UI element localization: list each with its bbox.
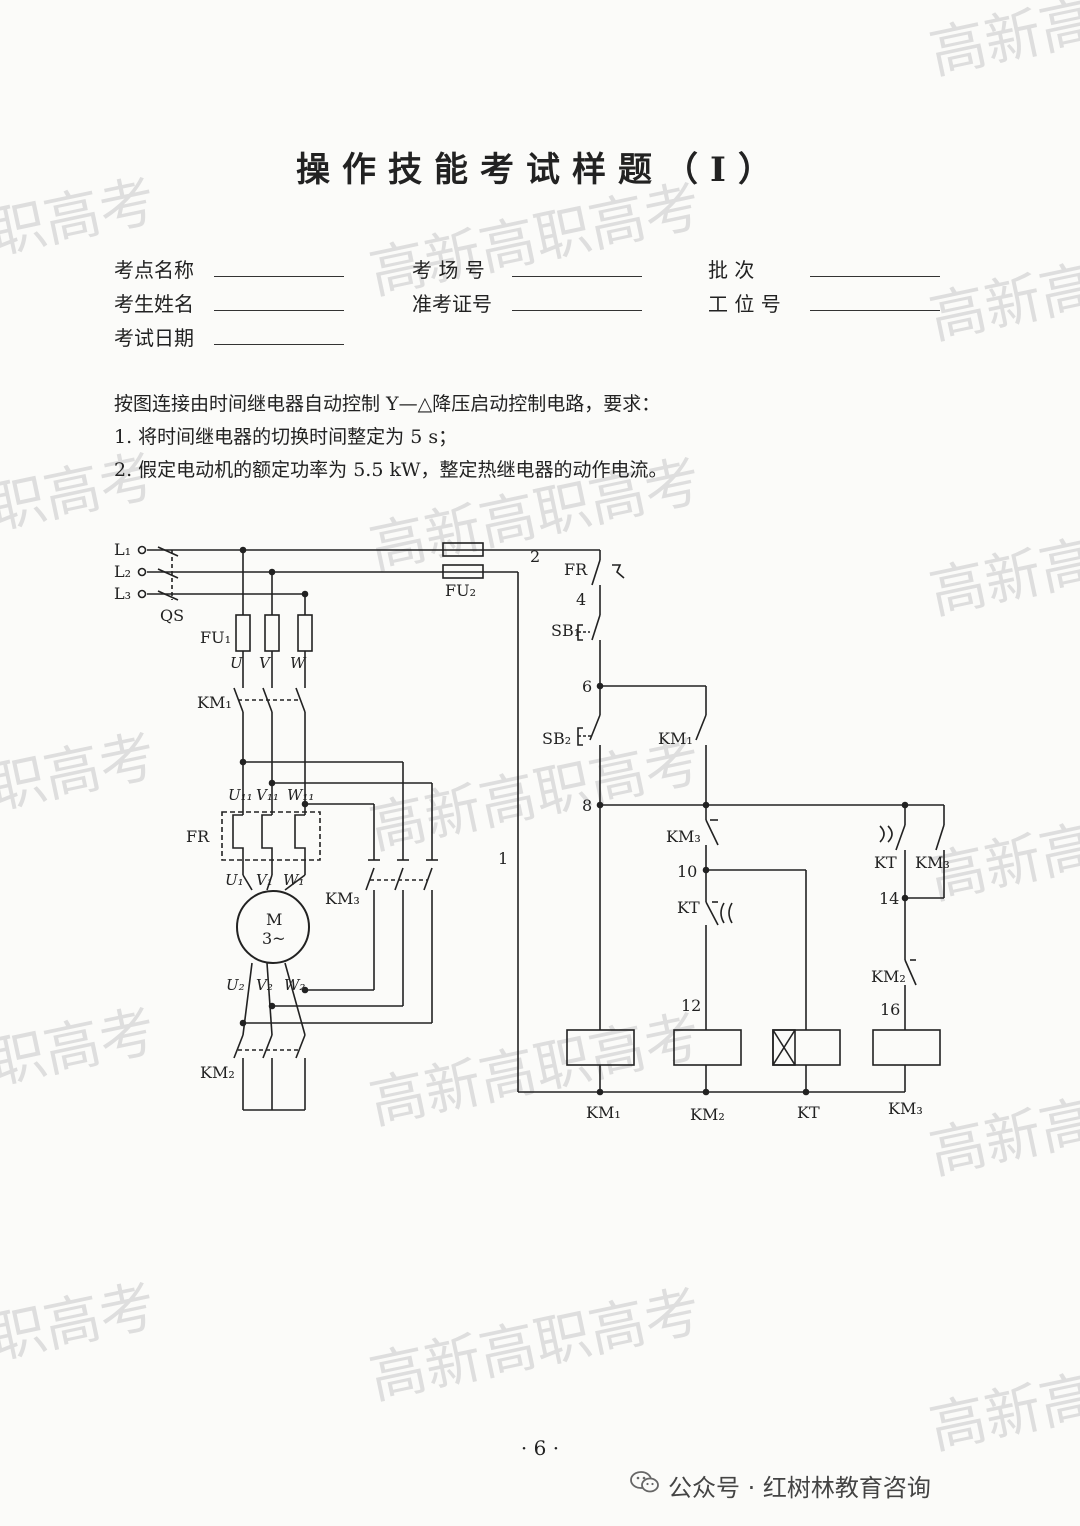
label-node-8: 8 [582,796,592,815]
label-station-no: 工 位 号 [708,292,781,316]
label-KM3-main: KM₃ [325,889,360,908]
label-FU2: FU₂ [445,581,476,600]
label-KM2-nc: KM₂ [871,967,906,986]
label-KM1-aux: KM₁ [658,729,693,748]
label-U2: U₂ [226,976,245,994]
footer-account: 公众号 · 红树林教育咨询 [668,1474,931,1502]
label-QS: QS [160,606,184,625]
instruction-intro: 按图连接由时间继电器自动控制 Y—△降压启动控制电路，要求： [114,393,661,415]
label-KM2-main: KM₂ [200,1063,235,1082]
label-batch: 批 次 [708,258,755,282]
label-exam-site: 考点名称 [114,258,194,282]
wechat-icon [630,1470,660,1494]
label-motor-M: M [266,910,282,929]
label-exam-date: 考试日期 [114,326,194,350]
label-V2: V₂ [256,976,273,994]
label-coil-KM3: KM₃ [888,1099,923,1118]
label-W: W [290,654,307,672]
field-batch[interactable] [810,276,940,277]
page-title: 操作技能考试样题（I） [296,150,784,190]
label-KM3-hold: KM₃ [915,853,950,872]
label-node-1: 1 [498,849,508,868]
field-exam-date[interactable] [214,344,344,345]
label-node-4: 4 [576,590,586,609]
field-station-no[interactable] [810,310,940,311]
label-U1: U₁ [225,871,244,889]
label-coil-KT: KT [797,1103,820,1122]
label-U11: U₁₁ [228,786,253,804]
label-L2: L₂ [114,562,131,581]
label-admission-no: 准考证号 [412,292,492,316]
field-exam-room[interactable] [512,276,642,277]
label-candidate-name: 考生姓名 [114,292,194,316]
label-node-16: 16 [880,1000,900,1019]
field-admission-no[interactable] [512,310,642,311]
label-FR-main: FR [186,827,210,846]
label-FU1: FU₁ [200,628,231,647]
label-node-6: 6 [582,677,592,696]
label-KT-nc: KT [677,898,700,917]
label-motor-3ph: 3~ [262,929,286,948]
label-node-10: 10 [677,862,697,881]
label-W2: W₂ [284,976,305,994]
label-SB2: SB₂ [542,729,571,748]
label-V1: V₁ [256,871,273,889]
label-L3: L₃ [114,584,131,603]
label-node-14: 14 [879,889,899,908]
instruction-req2: 2. 假定电动机的额定功率为 5.5 kW，整定热继电器的动作电流。 [114,459,668,481]
instruction-req1: 1. 将时间继电器的切换时间整定为 5 s； [114,426,458,448]
label-W11: W₁₁ [287,786,314,804]
label-SB1: SB₁ [551,621,580,640]
label-exam-room: 考 场 号 [412,258,485,282]
label-KM3-nc: KM₃ [666,827,701,846]
label-V11: V₁₁ [256,786,279,804]
label-node-2: 2 [530,547,540,566]
label-L1: L₁ [114,540,131,559]
label-KT-no: KT [874,853,897,872]
label-FR-ctrl: FR [564,560,588,579]
field-candidate-name[interactable] [214,310,344,311]
label-V: V [259,654,272,672]
field-exam-site[interactable] [214,276,344,277]
label-KM1-main: KM₁ [197,693,232,712]
label-W1: W₁ [283,871,304,889]
page-number: · 6 · [520,1436,560,1460]
label-node-12: 12 [681,996,701,1015]
label-U: U [230,654,244,672]
label-coil-KM2: KM₂ [690,1105,725,1124]
label-coil-KM1: KM₁ [586,1103,621,1122]
